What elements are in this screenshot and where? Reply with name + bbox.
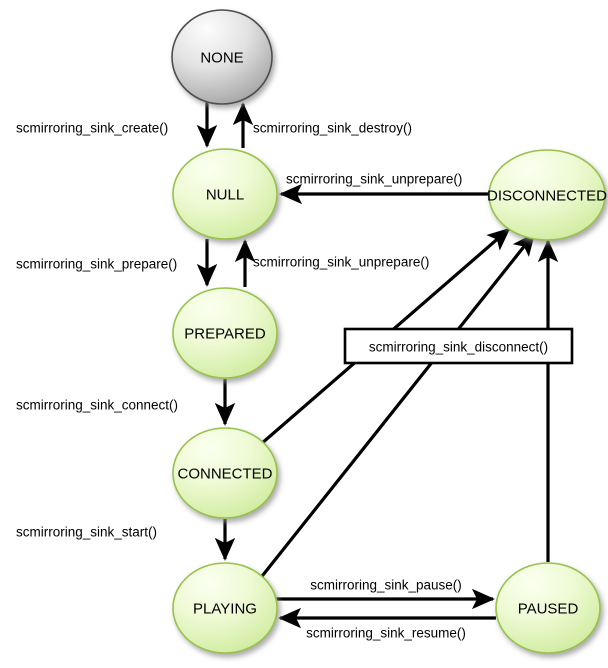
state-node-disconnected[interactable]: DISCONNECTED [487, 149, 607, 241]
edge-labels-layer: scmirroring_sink_create() scmirroring_si… [16, 121, 574, 641]
nodes-layer: NONE NULL DISCONNECTED PREPARED CONNECTE… [171, 9, 607, 654]
state-node-prepared[interactable]: PREPARED [172, 287, 278, 379]
none-label: NONE [200, 50, 243, 67]
state-node-connected[interactable]: CONNECTED [172, 427, 278, 519]
edge-label-resume: scmirroring_sink_resume() [306, 626, 466, 641]
state-node-playing[interactable]: PLAYING [172, 562, 278, 654]
edge-label-unprepare-mid: scmirroring_sink_unprepare() [253, 255, 429, 270]
edge-label-start: scmirroring_sink_start() [16, 525, 157, 540]
connected-label: CONNECTED [177, 466, 272, 483]
null-label: NULL [206, 187, 244, 204]
paused-label: PAUSED [518, 601, 579, 618]
state-node-none[interactable]: NONE [171, 9, 273, 105]
edge-label-prepare: scmirroring_sink_prepare() [16, 257, 177, 272]
connected-shape [172, 427, 278, 519]
disconnect-label-box [343, 327, 574, 365]
edge-label-unprepare-top: scmirroring_sink_unprepare() [286, 172, 462, 187]
null-shape [172, 148, 278, 240]
prepared-label: PREPARED [184, 326, 266, 343]
edge-label-connect: scmirroring_sink_connect() [16, 398, 178, 413]
edges-layer [196, 102, 559, 629]
state-node-null[interactable]: NULL [172, 148, 278, 240]
edge-label-pause: scmirroring_sink_pause() [310, 578, 462, 593]
edge-label-destroy: scmirroring_sink_destroy() [253, 121, 412, 136]
prepared-shape [172, 287, 278, 379]
edge-label-disconnect-box: scmirroring_sink_disconnect() [343, 327, 574, 365]
edge-disconnect-from-playing [257, 232, 536, 581]
playing-shape [172, 562, 278, 654]
edge-label-create: scmirroring_sink_create() [16, 121, 168, 136]
playing-label: PLAYING [193, 601, 257, 618]
paused-shape [495, 562, 601, 654]
edge-label-disconnect: scmirroring_sink_disconnect() [369, 340, 548, 355]
none-shape [171, 9, 273, 105]
disconnected-label: DISCONNECTED [487, 188, 607, 205]
state-node-paused[interactable]: PAUSED [495, 562, 601, 654]
disconnected-shape [488, 149, 606, 241]
